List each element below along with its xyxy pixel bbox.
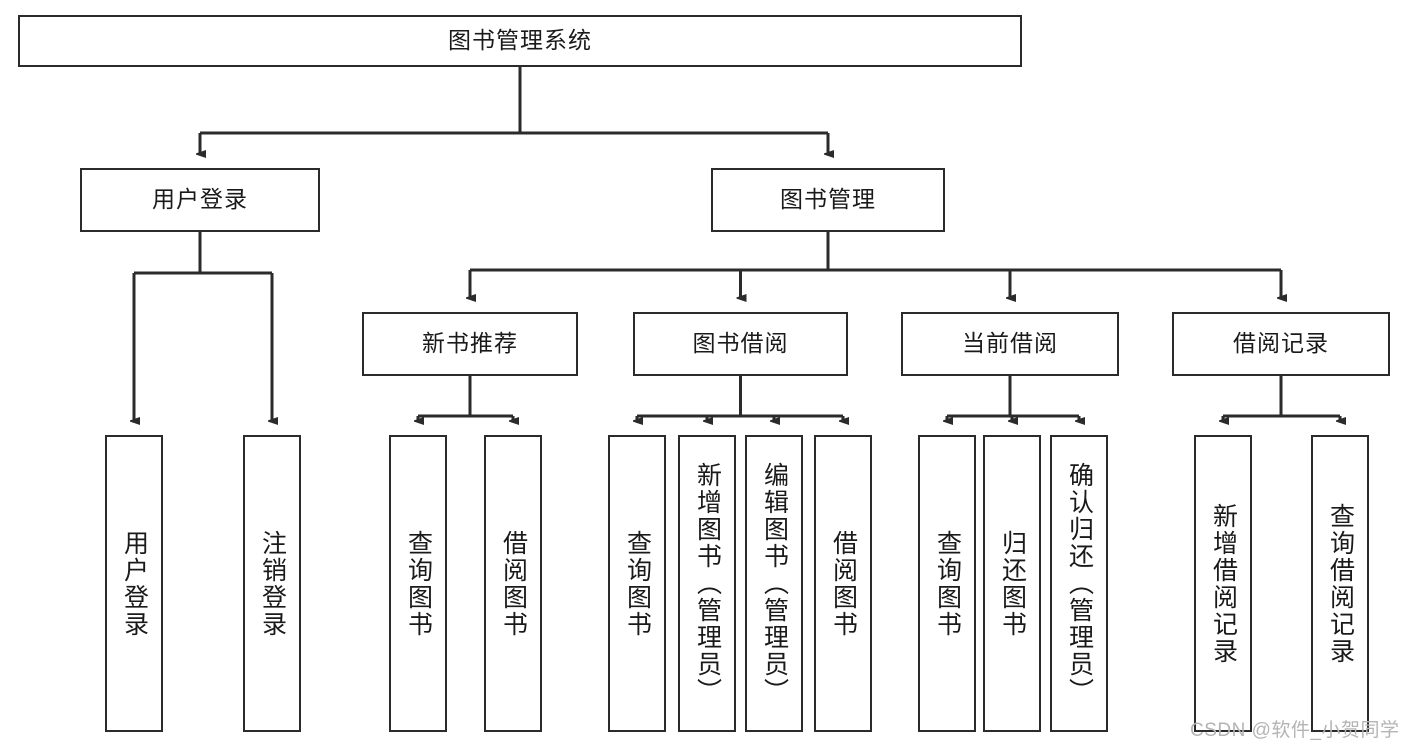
node-current-borrow[interactable]: 当前借阅 bbox=[901, 312, 1119, 376]
node-leaf-logout[interactable]: 注销登录 bbox=[243, 435, 301, 732]
node-leaf-query-book-1[interactable]: 查询图书 bbox=[389, 435, 447, 732]
node-label: 查询图书 bbox=[404, 529, 433, 638]
node-label: 图书管理 bbox=[780, 186, 876, 213]
node-label: 查询借阅记录 bbox=[1326, 502, 1355, 665]
node-leaf-borrow-book-1[interactable]: 借阅图书 bbox=[484, 435, 542, 732]
node-label: 借阅图书 bbox=[499, 529, 528, 638]
node-leaf-confirm-return[interactable]: 确认归还（管理员） bbox=[1050, 435, 1108, 732]
node-leaf-query-book-2[interactable]: 查询图书 bbox=[608, 435, 666, 732]
node-label: 确认归还（管理员） bbox=[1065, 462, 1094, 705]
node-label: 新书推荐 bbox=[422, 330, 518, 357]
node-label: 图书管理系统 bbox=[448, 27, 592, 54]
node-label: 查询图书 bbox=[933, 529, 962, 638]
node-leaf-query-record[interactable]: 查询借阅记录 bbox=[1311, 435, 1369, 732]
node-leaf-add-book[interactable]: 新增图书（管理员） bbox=[678, 435, 736, 732]
node-leaf-borrow-book-2[interactable]: 借阅图书 bbox=[814, 435, 872, 732]
node-label: 查询图书 bbox=[623, 529, 652, 638]
node-label: 用户登录 bbox=[152, 186, 248, 213]
node-book-manage[interactable]: 图书管理 bbox=[711, 168, 945, 232]
node-leaf-add-record[interactable]: 新增借阅记录 bbox=[1194, 435, 1252, 732]
node-leaf-return-book[interactable]: 归还图书 bbox=[983, 435, 1041, 732]
node-book-borrow[interactable]: 图书借阅 bbox=[633, 312, 848, 376]
node-leaf-edit-book[interactable]: 编辑图书（管理员） bbox=[745, 435, 803, 732]
node-label: 图书借阅 bbox=[692, 330, 789, 357]
node-leaf-query-book-3[interactable]: 查询图书 bbox=[918, 435, 976, 732]
node-label: 用户登录 bbox=[120, 529, 149, 638]
node-root[interactable]: 图书管理系统 bbox=[18, 15, 1022, 67]
node-label: 编辑图书（管理员） bbox=[760, 462, 789, 705]
node-borrow-record[interactable]: 借阅记录 bbox=[1172, 312, 1390, 376]
node-label: 注销登录 bbox=[258, 529, 287, 638]
watermark: CSDN @软件_小贺同学 bbox=[1190, 720, 1400, 741]
node-leaf-user-login[interactable]: 用户登录 bbox=[105, 435, 163, 732]
node-label: 新增图书（管理员） bbox=[693, 462, 722, 705]
node-label: 归还图书 bbox=[998, 529, 1027, 638]
node-user-login[interactable]: 用户登录 bbox=[80, 168, 320, 232]
node-label: 借阅记录 bbox=[1233, 330, 1329, 357]
node-label: 借阅图书 bbox=[829, 529, 858, 638]
node-label: 当前借阅 bbox=[962, 330, 1058, 357]
node-label: 新增借阅记录 bbox=[1209, 502, 1238, 665]
node-new-book-rec[interactable]: 新书推荐 bbox=[362, 312, 578, 376]
